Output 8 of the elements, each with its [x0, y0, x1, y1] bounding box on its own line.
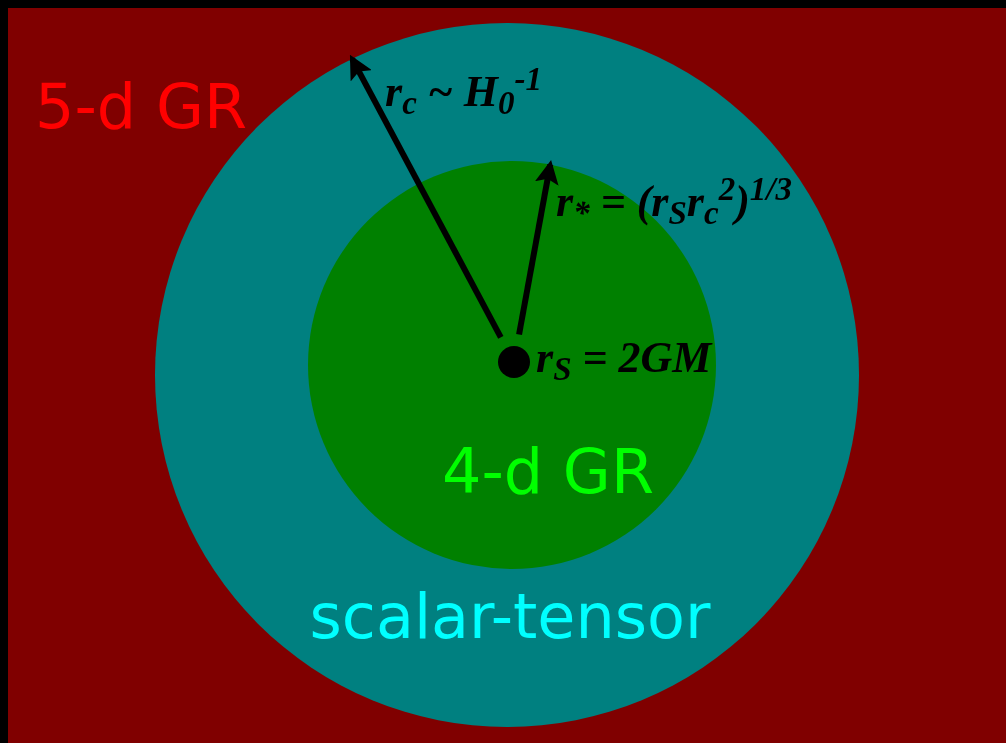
- region-label: 5-d GR: [35, 69, 248, 145]
- arrow: [349, 54, 504, 339]
- edge-label: r$_{*}$ = (r$_{S}$r$_{c}$$^{2}$)$^{1/3}$: [556, 180, 792, 224]
- region-panel: [8, 8, 1006, 743]
- region-label: 4-d GR: [441, 434, 655, 510]
- formula-label: r$_{S}$ = 2GM: [536, 336, 712, 380]
- region-label: scalar-tensor: [308, 579, 712, 655]
- arrow: [516, 159, 559, 335]
